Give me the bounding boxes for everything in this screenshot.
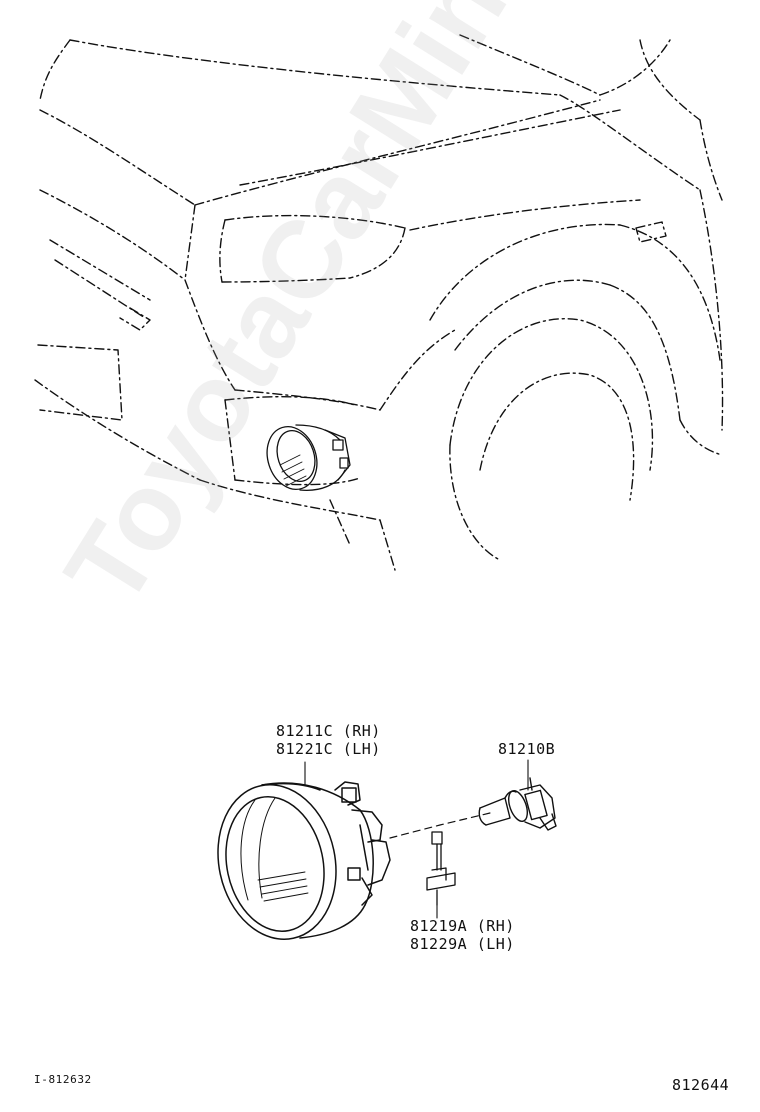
socket-rh-part-number: 81219A (RH)	[410, 917, 515, 935]
fog-lamp-rh-part-number: 81211C (RH)	[276, 722, 381, 740]
fog-lamp-lh-part-number: 81221C (LH)	[276, 740, 381, 758]
fog-lamp-unit	[217, 781, 391, 940]
front-tire	[449, 318, 654, 561]
installed-fog-lamp	[266, 424, 351, 491]
bulb	[478, 777, 557, 831]
diagram-code: 812644	[672, 1076, 730, 1094]
leader-lines	[304, 759, 529, 919]
bulb-socket	[426, 831, 456, 906]
socket-lh-part-number: 81229A (LH)	[410, 935, 515, 953]
vehicle-outline	[34, 34, 724, 571]
assembly-connector-line	[389, 812, 491, 839]
bulb-part-number: 81210B	[498, 740, 556, 758]
illustration-id: I-812632	[34, 1073, 92, 1086]
